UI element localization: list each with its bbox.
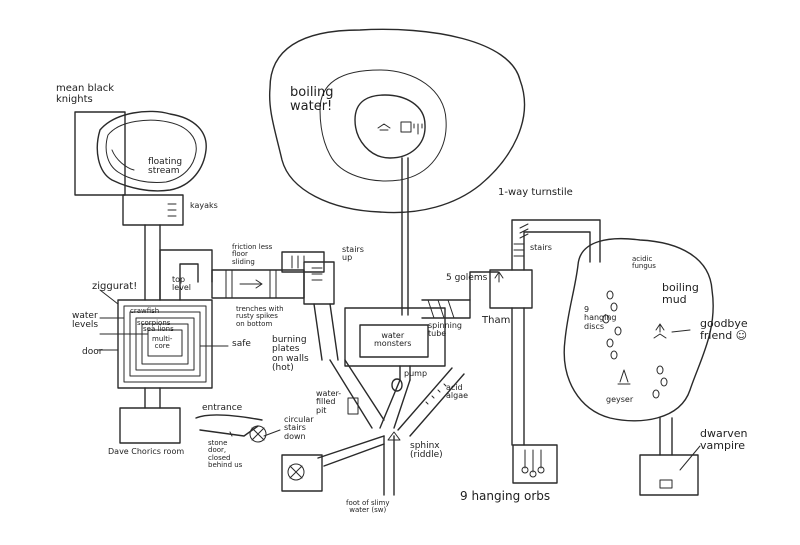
corridor-kayak-ziggurat <box>144 224 161 301</box>
label-stairs: stairs <box>530 243 552 252</box>
label-entrance: entrance <box>202 403 243 413</box>
entrance-passage <box>195 414 263 421</box>
ziggurat-outer <box>117 299 213 389</box>
geyser-icon <box>617 369 631 385</box>
circular-stairs-room <box>281 454 323 492</box>
label-geyser: geyser <box>606 395 634 404</box>
golem-icon <box>494 271 504 283</box>
sliding-arrow-icon <box>239 279 263 289</box>
stone-door-icon <box>229 431 233 437</box>
crab-icon <box>377 123 391 131</box>
island-ring <box>319 69 447 182</box>
acid-algae-icon <box>425 383 447 405</box>
label-one-way-turnstile: 1-way turnstile <box>498 187 573 198</box>
circular-stairs-pointer <box>263 429 281 437</box>
label-five-golems: 5 golems <box>446 273 488 283</box>
spiral-stairs-icon <box>287 463 305 481</box>
kayaks-icon <box>167 203 177 217</box>
turnstile-icon <box>519 223 529 239</box>
monster-hall <box>344 307 446 367</box>
spinning-tube <box>421 299 471 319</box>
label-sea-lions: sea lions <box>143 325 174 333</box>
friend-figure-icon <box>653 323 667 339</box>
trident-icon <box>413 123 423 135</box>
label-safe: safe <box>232 339 251 349</box>
label-pump: pump <box>404 369 428 378</box>
label-door: door <box>82 347 103 357</box>
central-island <box>354 94 426 159</box>
coffin-icon <box>659 479 673 489</box>
dave-chorics-room <box>119 407 181 444</box>
chest-icon <box>400 121 412 133</box>
hanging-orbs-room <box>512 444 558 484</box>
label-scorpions: scorpions <box>137 319 171 327</box>
label-nine-hanging-orbs: 9 hanging orbs <box>460 489 551 503</box>
stairs2-icon <box>513 243 525 257</box>
corridor-golems-orbs <box>511 307 525 446</box>
label-sphinx: sphinx(riddle) <box>410 441 443 461</box>
golem-room <box>489 269 533 309</box>
label-kayaks: kayaks <box>190 201 218 210</box>
turnstile-corridor <box>511 219 601 271</box>
kayak-room <box>122 194 184 226</box>
acid-algae-corridor <box>397 367 465 437</box>
stream-arrow <box>111 149 135 171</box>
floating-stream-outer <box>96 110 207 192</box>
corridor-ziggurat-dave <box>144 387 161 409</box>
trenches-icon <box>225 269 277 299</box>
ziggurat-pointer <box>99 289 119 305</box>
boiling-water-lake <box>268 28 526 214</box>
pump-icon <box>391 378 403 392</box>
burning-corridor <box>313 303 339 361</box>
label-crawfish: crawfish <box>130 307 160 315</box>
water-level-pointers <box>97 317 149 351</box>
floating-stream-inner <box>105 119 197 183</box>
multi-core-room <box>147 329 183 357</box>
island-bridge <box>401 157 409 316</box>
stairs-up-room <box>303 261 335 305</box>
hanging-orbs-icon <box>524 449 542 473</box>
stairs-icon <box>291 255 305 269</box>
label-multi-core: multi-core <box>152 335 173 351</box>
water-monsters-room <box>359 324 429 358</box>
west-diagonal-corridor <box>329 359 385 429</box>
spinning-tube-icon <box>427 299 455 319</box>
boiling-mud-cavern <box>563 237 714 422</box>
vampire-pointer <box>679 445 701 471</box>
label-tham: Tham <box>482 315 511 326</box>
black-knights-room <box>74 111 126 196</box>
goodbye-pointer <box>671 329 691 333</box>
corridor-mud-vampire <box>659 417 673 456</box>
label-dave-chorics-room: Dave Chorics room <box>108 447 185 456</box>
dwarven-vampire-room <box>639 454 699 496</box>
label-ziggurat: ziggurat! <box>92 281 138 292</box>
corridor-sphinx-south <box>383 435 395 496</box>
water-pit-icon <box>347 397 359 415</box>
